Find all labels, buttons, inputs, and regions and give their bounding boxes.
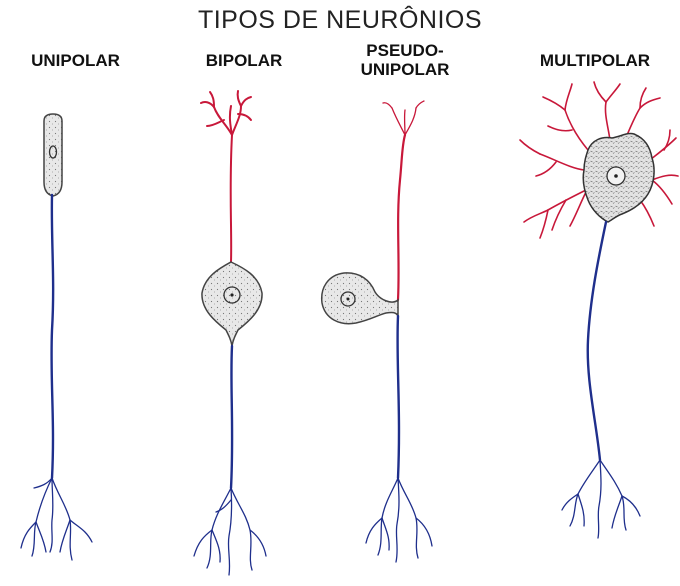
- neuron-multipolar: [520, 82, 678, 538]
- multipolar-terminal-branches: [562, 460, 640, 538]
- neuron-unipolar: [21, 114, 92, 560]
- pseudo-soma: [322, 273, 398, 324]
- pseudo-nucleolus: [347, 298, 350, 301]
- unipolar-axon: [52, 195, 54, 478]
- neuron-bipolar: [194, 91, 266, 575]
- bipolar-nucleolus: [230, 293, 233, 296]
- unipolar-terminal-branches: [21, 478, 92, 560]
- unipolar-soma: [44, 114, 62, 196]
- neuron-pseudo-unipolar: [322, 101, 432, 562]
- bipolar-terminal-branches: [194, 488, 266, 575]
- pseudo-central-branch: [398, 316, 399, 478]
- multipolar-nucleolus: [614, 174, 618, 178]
- bipolar-axon: [231, 346, 232, 488]
- multipolar-axon: [588, 222, 606, 460]
- bipolar-soma: [202, 262, 262, 346]
- pseudo-terminal-branches: [366, 478, 432, 562]
- bipolar-dendrites: [201, 91, 251, 262]
- pseudo-dendrite-tips: [383, 101, 424, 135]
- pseudo-peripheral-branch: [398, 135, 405, 300]
